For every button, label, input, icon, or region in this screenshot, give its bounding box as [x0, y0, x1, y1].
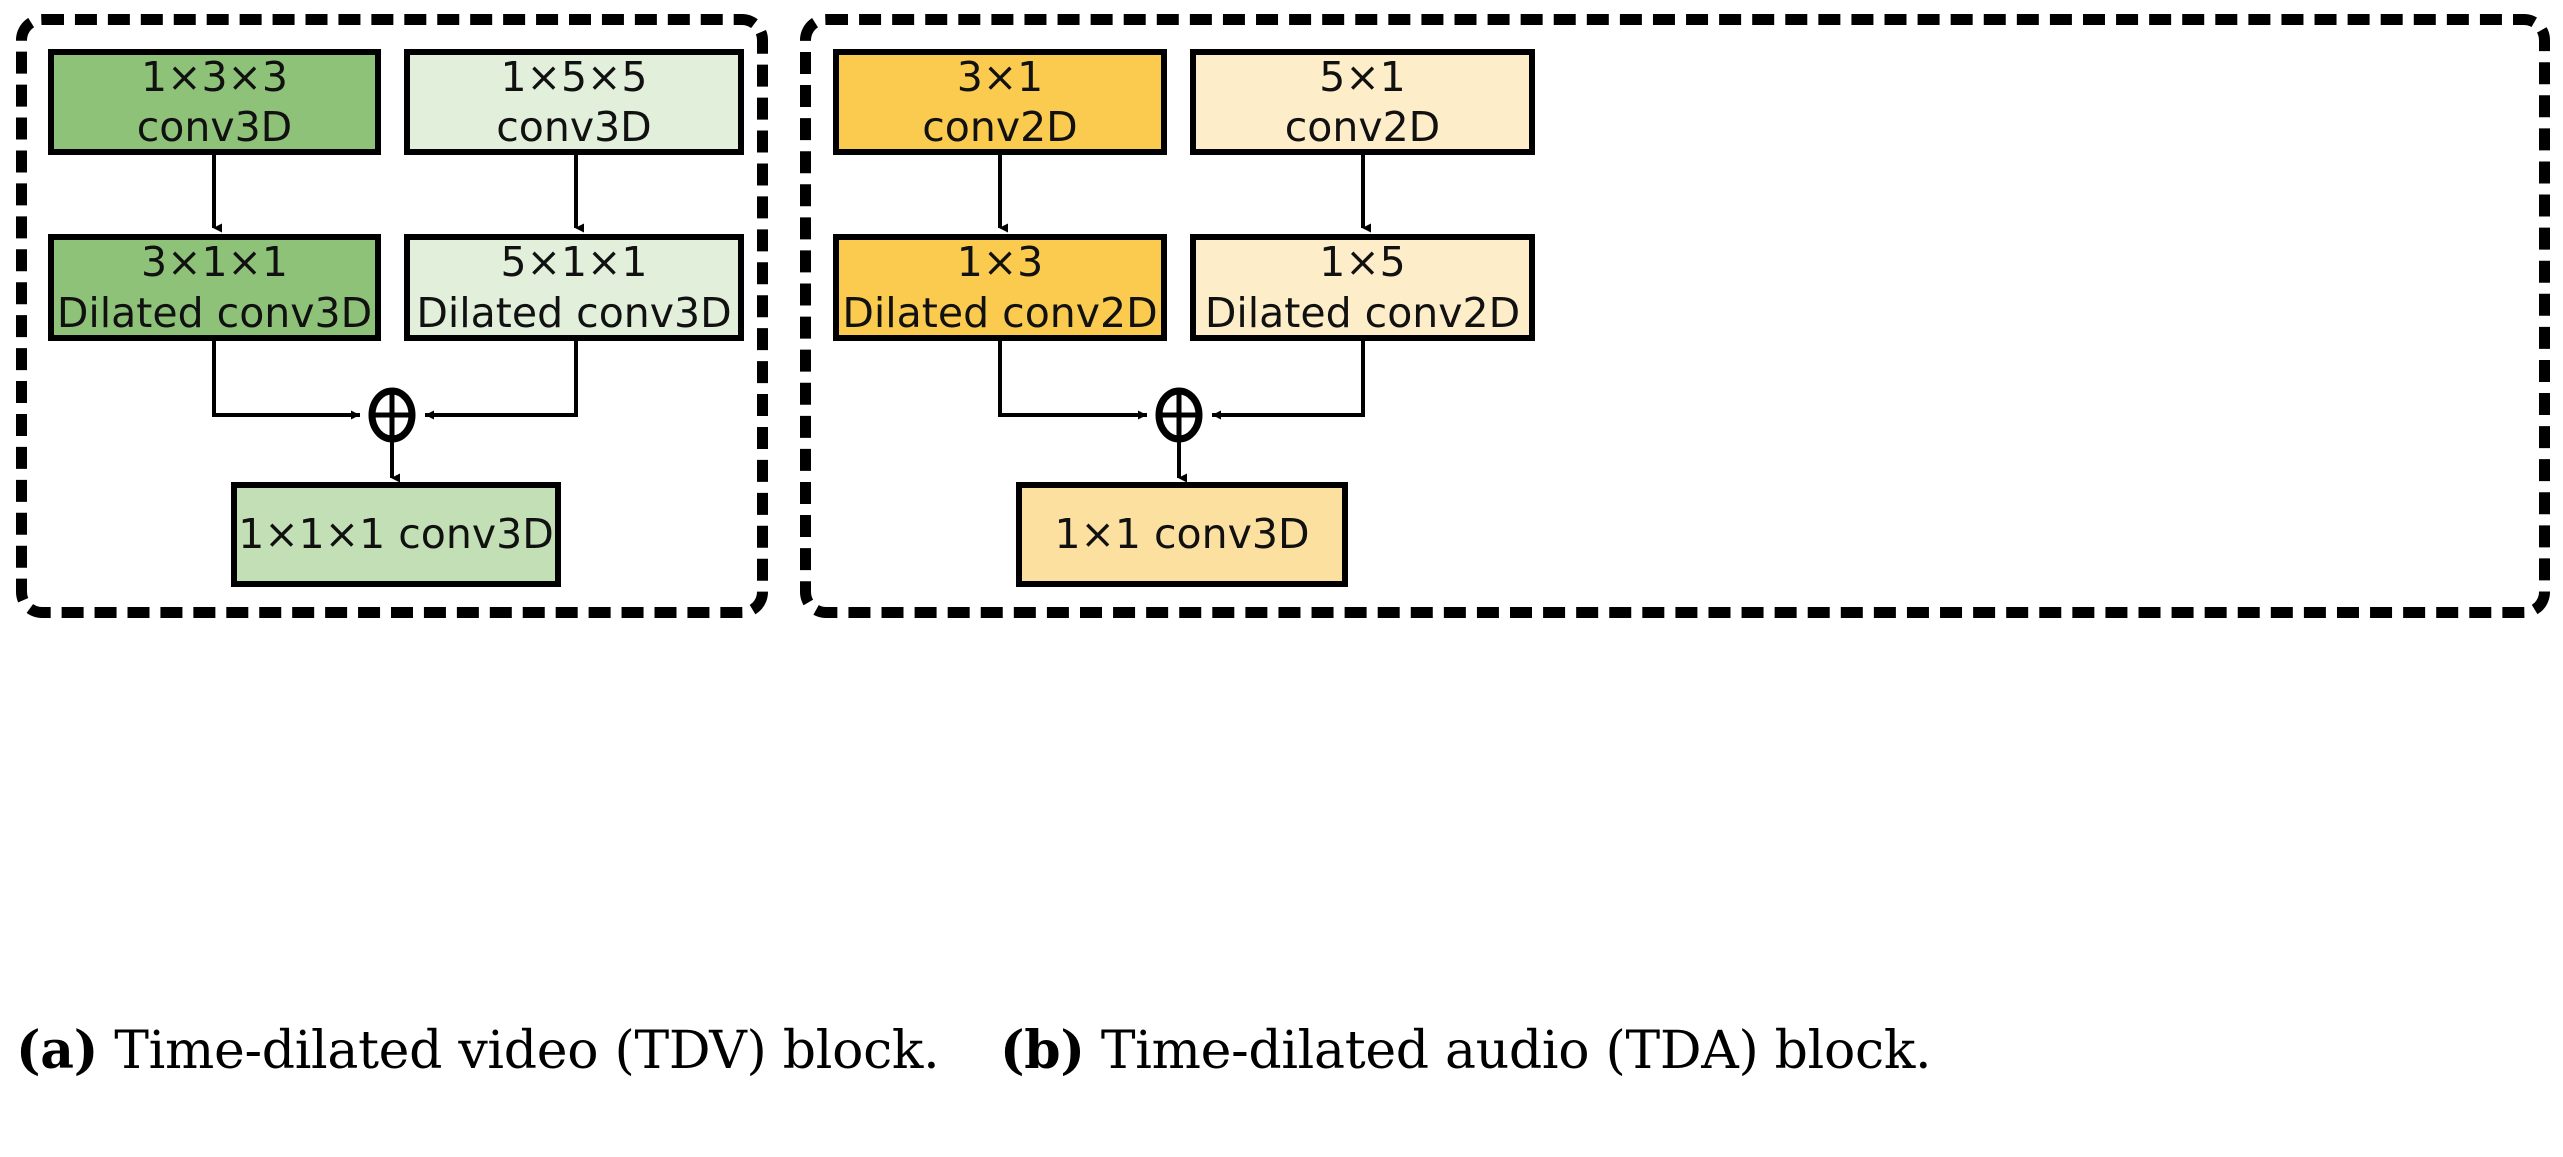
node-tdv-mid-left[interactable]: 3×1×1 Dilated conv3D	[48, 234, 381, 341]
node-line2: conv2D	[922, 103, 1078, 151]
caption-text: Time-dilated audio (TDA) block.	[1084, 1021, 1932, 1081]
caption-tda: (b) Time-dilated audio (TDA) block.	[1000, 1020, 1932, 1081]
node-line1: 1×5	[1319, 238, 1406, 287]
panel-tda	[800, 14, 2550, 618]
node-line2: conv3D	[136, 103, 293, 151]
node-line1: 1×1 conv3D	[1054, 510, 1310, 559]
node-tdv-output[interactable]: 1×1×1 conv3D	[231, 482, 561, 587]
node-tdv-top-left[interactable]: 1×3×3 conv3D	[48, 49, 381, 155]
node-tdv-mid-right[interactable]: 5×1×1 Dilated conv3D	[404, 234, 744, 341]
panel-tdv	[16, 14, 768, 618]
node-line1: 1×3×3	[141, 52, 288, 101]
caption-tag: (a)	[16, 1020, 99, 1081]
node-line1: 5×1×1	[500, 238, 648, 287]
caption-tag: (b)	[1000, 1020, 1085, 1081]
node-tdv-top-right[interactable]: 1×5×5 conv3D	[404, 49, 744, 155]
node-line2: Dilated conv3D	[56, 288, 373, 337]
node-tda-top-left[interactable]: 3×1 conv2D	[833, 49, 1167, 155]
node-line2: conv3D	[496, 103, 652, 151]
node-line1: 1×5×5	[500, 52, 648, 101]
node-tda-output[interactable]: 1×1 conv3D	[1016, 482, 1348, 587]
node-line1: 3×1	[956, 52, 1044, 101]
node-line2: Dilated conv3D	[416, 288, 732, 337]
node-line1: 5×1	[1319, 52, 1406, 101]
node-tda-top-right[interactable]: 5×1 conv2D	[1190, 49, 1535, 155]
node-tda-mid-left[interactable]: 1×3 Dilated conv2D	[833, 234, 1167, 341]
node-tda-mid-right[interactable]: 1×5 Dilated conv2D	[1190, 234, 1535, 341]
node-line1: 1×3	[956, 238, 1044, 287]
node-line2: Dilated conv2D	[1204, 288, 1521, 337]
node-line1: 3×1×1	[141, 238, 288, 287]
node-line1: 1×1×1 conv3D	[238, 510, 554, 559]
caption-tdv: (a) Time-dilated video (TDV) block.	[16, 1020, 940, 1081]
node-line2: Dilated conv2D	[842, 288, 1158, 337]
caption-text: Time-dilated video (TDV) block.	[98, 1021, 940, 1081]
node-line2: conv2D	[1284, 103, 1441, 151]
